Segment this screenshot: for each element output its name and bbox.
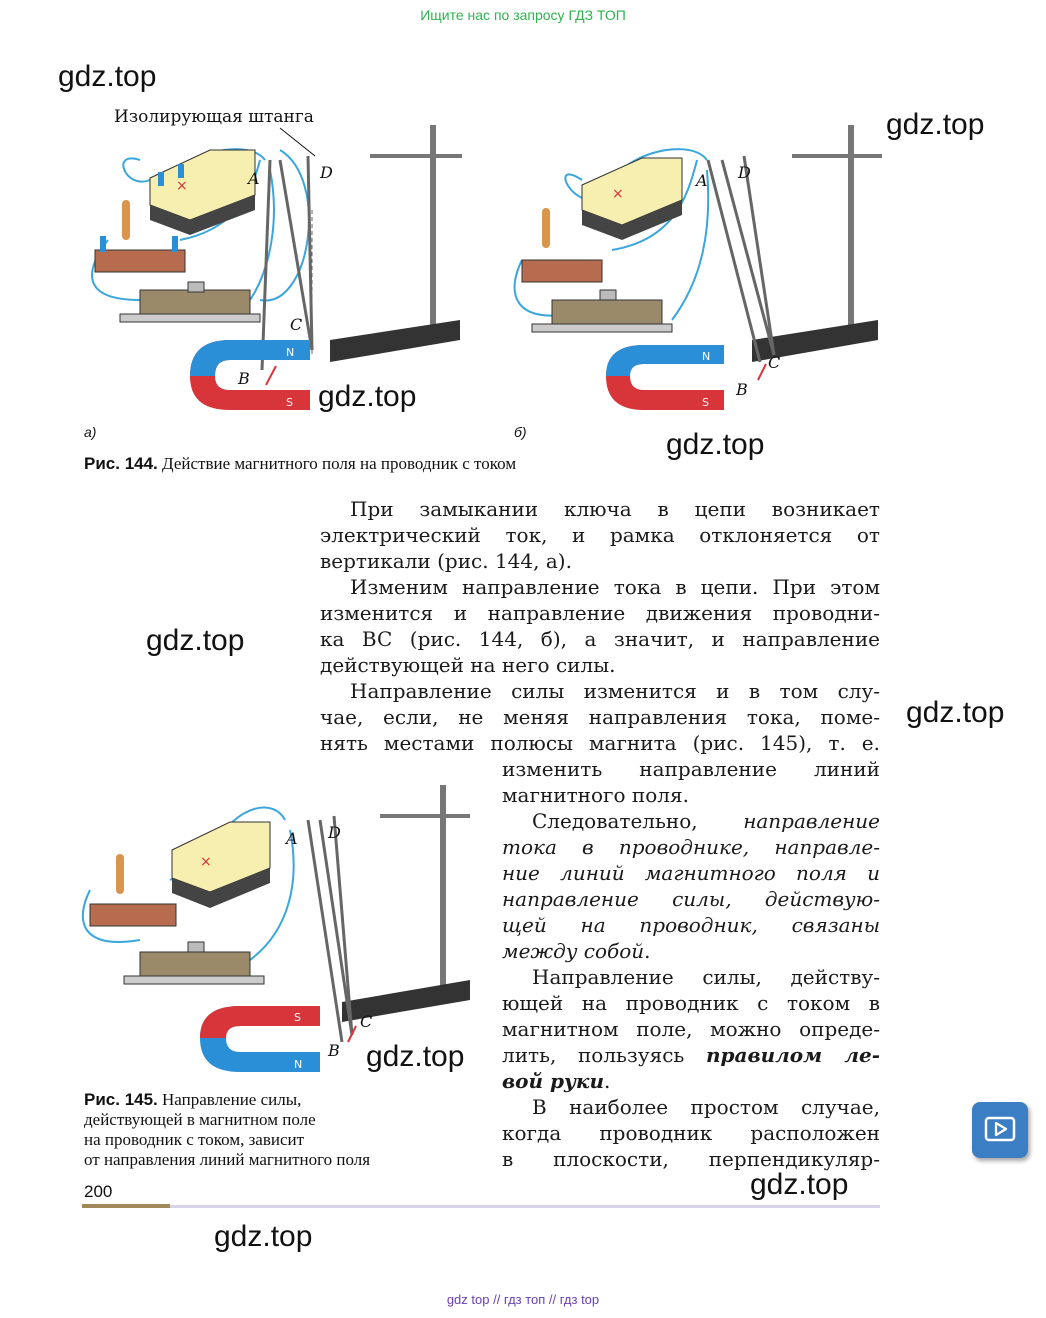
figure-145-caption: Рис. 145. Направление силы, действующей …	[84, 1090, 484, 1170]
label-d: D	[737, 163, 751, 182]
page-rule	[170, 1205, 880, 1208]
video-button[interactable]	[972, 1102, 1028, 1158]
watermark: gdz.top	[886, 108, 985, 141]
pole-n: N	[286, 346, 294, 359]
label-d: D	[327, 823, 341, 842]
text-line: При замыкании ключа в цепи возникает	[350, 497, 880, 521]
label-c: C	[290, 315, 302, 334]
caption-text: действующей в магнитном поле	[84, 1110, 316, 1129]
text-fragment: .	[604, 1069, 611, 1093]
pole-s: S	[702, 396, 709, 409]
text-line: магнитном поле, можно опреде-	[502, 1017, 880, 1041]
text-fragment: правилом ле-	[705, 1043, 880, 1067]
text-line: тока в проводнике, направле-	[502, 834, 880, 860]
text-line: действующей на него силы.	[320, 653, 616, 677]
text-line: направление силы, действую-	[502, 886, 880, 912]
text-line: нять местами полюсы магнита (рис. 145), …	[320, 731, 880, 755]
body-text-top: При замыкании ключа в цепи возникает эле…	[320, 496, 880, 756]
svg-text:×: ×	[176, 178, 188, 194]
label-b: B	[735, 380, 748, 399]
text-fragment: направление силы, действую-	[502, 887, 880, 911]
text-line: электрический ток, и рамка отклоняется о…	[320, 523, 880, 547]
label-c: C	[768, 353, 780, 372]
label-c: C	[360, 1012, 372, 1031]
pole-n: N	[294, 1058, 302, 1071]
text-fragment: лить, пользуясь	[502, 1043, 706, 1067]
top-banner[interactable]: Ищите нас по запросу ГДЗ ТОП	[420, 7, 626, 23]
caption-text: от направления линий магнитного поля	[84, 1150, 371, 1169]
text-line: вертикали (рис. 144, а).	[320, 549, 572, 573]
text-line: Следовательно, направление	[502, 808, 880, 834]
text-line: изменить направление линий	[502, 757, 880, 781]
text-fragment: щей на проводник, связаны	[502, 913, 880, 937]
text-line: ющей на проводник с током в	[502, 991, 880, 1015]
label-a: A	[694, 171, 708, 190]
text-line: когда проводник расположен	[502, 1121, 880, 1145]
text-line: лить, пользуясь правилом ле-	[502, 1042, 880, 1068]
body-text-narrow: изменить направление линий магнитного по…	[502, 756, 880, 1172]
text-line: щей на проводник, связаны	[502, 912, 880, 938]
svg-text:×: ×	[612, 186, 624, 202]
text-line: в плоскости, перпендикуляр-	[502, 1147, 880, 1171]
panel-label-a: а)	[84, 424, 97, 440]
text-line: изменится и направление движения проводн…	[320, 601, 880, 625]
pole-n: N	[702, 350, 710, 363]
figure-144b-illustration: × A D C B N S	[513, 125, 882, 410]
watermark: gdz.top	[750, 1168, 849, 1201]
pole-s: S	[286, 396, 293, 409]
text-fragment: между собой	[502, 939, 645, 963]
text-line: В наиболее простом случае,	[532, 1095, 880, 1119]
text-line: Направление силы, действу-	[532, 965, 880, 989]
pole-s: S	[294, 1011, 301, 1024]
label-a: A	[284, 829, 298, 848]
watermark: gdz.top	[318, 380, 417, 413]
label-a: A	[246, 169, 260, 188]
label-b: B	[237, 369, 250, 388]
caption-text: на проводник с током, зависит	[84, 1130, 305, 1149]
text-line: Изменим направление тока в цепи. При это…	[350, 575, 880, 599]
caption-text: Действие магнитного поля на проводник с …	[157, 454, 517, 473]
text-line: вой руки.	[502, 1068, 880, 1094]
watermark: gdz.top	[146, 624, 245, 657]
figure-144a-illustration: Изолирующая штанга × A D C B N S	[91, 107, 462, 410]
watermark: gdz.top	[666, 428, 765, 461]
watermark: gdz.top	[58, 60, 157, 93]
text-fragment: .	[644, 939, 651, 963]
callout-insulating-rod: Изолирующая штанга	[114, 107, 314, 127]
text-line: чае, если, не меняя направления тока, по…	[320, 705, 880, 729]
caption-number: Рис. 145.	[84, 1090, 158, 1109]
text-fragment: тока в проводнике, направле-	[502, 835, 880, 859]
label-d: D	[319, 163, 333, 182]
footer-links[interactable]: gdz top // гдз топ // гдз top	[446, 1292, 600, 1307]
watermark: gdz.top	[214, 1220, 313, 1253]
text-line: магнитного поля.	[502, 783, 689, 807]
page-number: 200	[84, 1182, 113, 1201]
figure-145-illustration: × A D C B S N	[81, 785, 470, 1072]
caption-text: Направление силы,	[157, 1090, 302, 1109]
svg-text:×: ×	[200, 854, 212, 870]
label-b: B	[327, 1041, 340, 1060]
text-fragment: Следовательно,	[532, 809, 744, 833]
panel-label-b: б)	[514, 424, 527, 440]
caption-number: Рис. 144.	[84, 454, 158, 473]
watermark: gdz.top	[906, 696, 1005, 729]
text-fragment: ние линий магнитного поля и	[502, 861, 880, 885]
text-line: между собой.	[502, 938, 880, 964]
text-line: ка BC (рис. 144, б), а значит, и направл…	[320, 627, 880, 651]
text-fragment: направление	[743, 809, 880, 833]
text-fragment: вой руки	[502, 1069, 605, 1093]
play-video-icon	[984, 1116, 1016, 1142]
watermark: gdz.top	[366, 1040, 465, 1073]
text-line: Направление силы изменится и в том слу-	[350, 679, 880, 703]
page-rule-accent	[82, 1204, 170, 1208]
text-line: ние линий магнитного поля и	[502, 860, 880, 886]
figure-144-caption: Рис. 144. Действие магнитного поля на пр…	[84, 454, 516, 474]
